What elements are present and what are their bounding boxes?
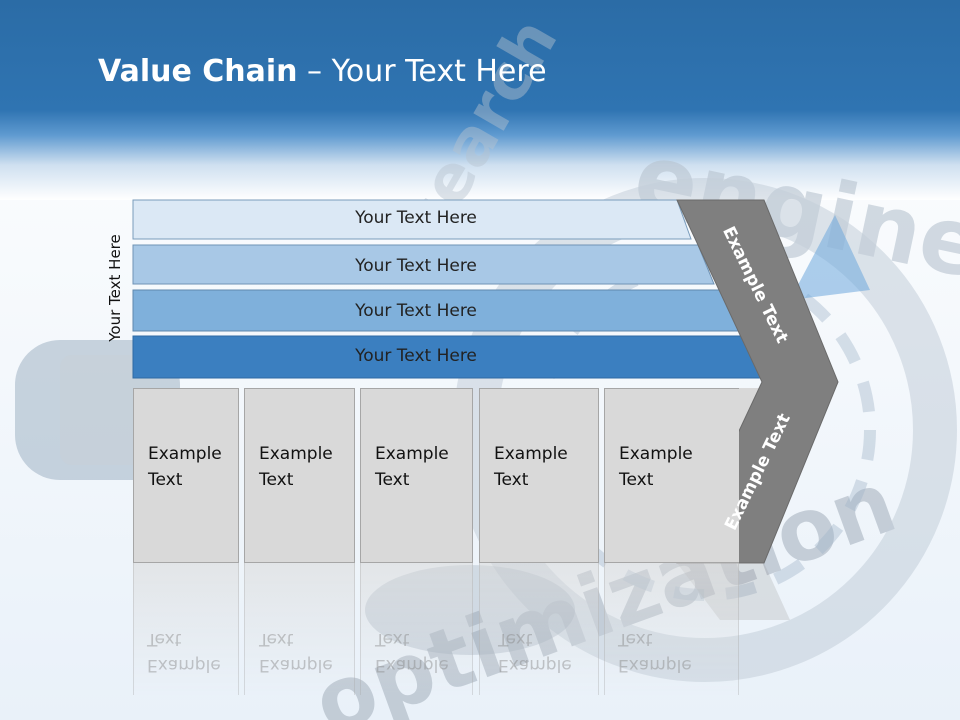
bar-1 (132, 199, 692, 240)
page-title: Value Chain – Your Text Here (98, 54, 547, 89)
box-3-reflection (360, 563, 473, 695)
box-4-reflection (479, 563, 599, 695)
bar-2 (132, 244, 715, 285)
title-rest: – Your Text Here (297, 54, 547, 89)
title-bold: Value Chain (98, 54, 298, 89)
chevron-arrow (676, 199, 839, 564)
bg-arrow-icon (790, 215, 870, 300)
bar-1-label: Your Text Here (355, 208, 477, 228)
box-5-reflection (604, 563, 739, 695)
box-1-reflection (133, 563, 239, 695)
bar-2-label: Your Text Here (355, 256, 477, 276)
bar-3-label: Your Text Here (355, 301, 477, 321)
bar-4-label: Your Text Here (355, 346, 477, 366)
header-band (0, 0, 960, 200)
box-2-reflection (244, 563, 355, 695)
